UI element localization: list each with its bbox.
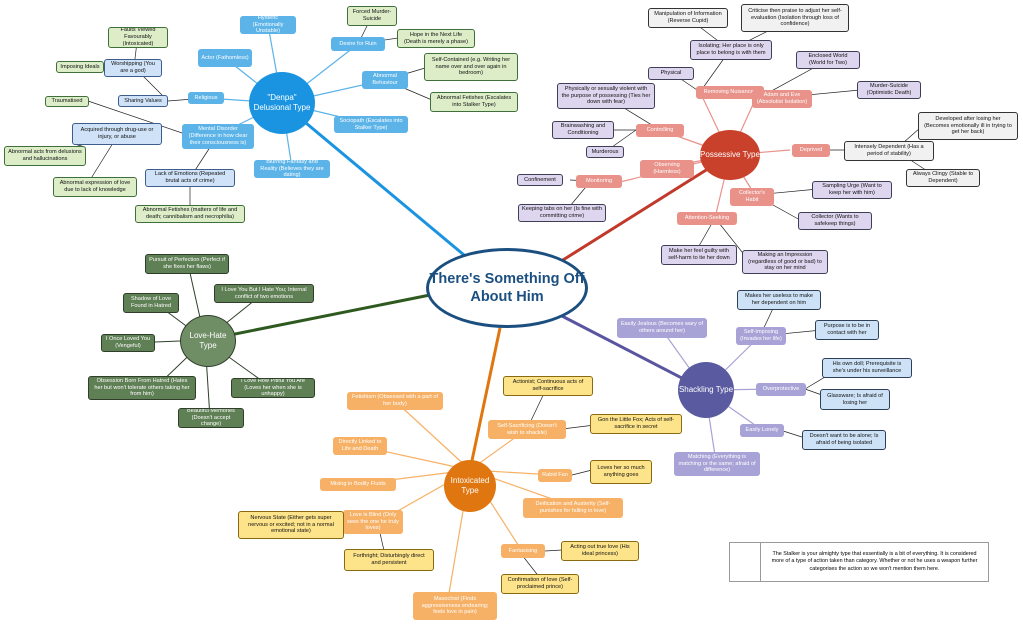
confirmation-node: Confirmation of love (Self-proclaimed pr… <box>501 574 579 594</box>
glassware-node: Glassware; Is afraid of losing her <box>820 389 890 410</box>
stalker-note-text: The Stalker is your almighty type that e… <box>760 543 988 581</box>
obsession-hatred-node: Obsession Born From Hatred (Hates her bu… <box>88 376 196 400</box>
forthright-node: Forthright; Disturbingly direct and pers… <box>344 549 434 571</box>
easily-jealous-node: Easily Jealous (Becomes wary of others a… <box>617 318 707 338</box>
love-pitiful-node: I Love How Pitiful You Are (Loves her wh… <box>231 378 315 398</box>
lack-emotions-node: Lack of Emotions (Repeated brutal acts o… <box>145 169 235 187</box>
hysteric-node: Hysteric (Emotionally Unstable) <box>240 16 296 34</box>
matching-node: Matching (Everything is matching or the … <box>674 452 760 476</box>
removing-nuisances-node: Removing Nuisances <box>696 86 764 99</box>
denpa-type-hub: "Denpa" Delusional Type <box>249 72 315 134</box>
sociopath-node: Sociopath (Escalates into Stalker Type) <box>334 116 408 133</box>
doesnt-want-alone-node: Doesn't want to be alone; Is afraid of b… <box>802 430 886 450</box>
traumatised-node: Traumatised <box>45 96 89 107</box>
central-topic: There's Something Off About Him <box>426 248 588 328</box>
overprotective-node: Overprotective <box>756 383 806 396</box>
sharing-values-node: Sharing Values <box>118 95 168 107</box>
directly-linked-node: Directly Linked to Life and Death <box>333 437 387 455</box>
fetishism-node: Fetishism (Obsessed with a part of her b… <box>347 392 443 410</box>
developed-after-node: Developed after losing her (Becomes emot… <box>918 112 1018 140</box>
making-impression-node: Making an Impression (regardless of good… <box>742 250 828 274</box>
acquired-node: Acquired through drug-use or injury, or … <box>72 123 162 145</box>
masochist-node: Masochist (Finds aggressiveness endearin… <box>413 592 497 620</box>
forced-suicide-node: Forced Murder-Suicide <box>347 6 397 26</box>
abnormal-fetishes-stalker-node: Abnormal Fetishes (Escalates into Stalke… <box>430 92 518 112</box>
keeping-tabs-node: Keeping tabs on her (Is fine with commit… <box>518 204 606 222</box>
abnormal-acts-node: Abnormal acts from delusions and halluci… <box>4 146 86 166</box>
i-love-you-but-node: I Love You But I Hate You; Internal conf… <box>214 284 314 303</box>
faults-viewed-node: Faults Viewed Favourably (Intoxicated) <box>108 27 168 48</box>
hope-next-life-node: Hope in the Next Life (Death is merely a… <box>397 29 475 48</box>
brainwashing-node: Brainwashing and Conditioning <box>552 121 614 139</box>
collector-node: Collector (Wants to safekeep things) <box>798 212 872 230</box>
isolating-node: Isolating; Her place is only place to be… <box>690 40 772 60</box>
imposing-ideals-node: Imposing Ideals <box>56 61 104 73</box>
manipulation-node: Manipulation of Information (Reverse Cup… <box>648 8 728 28</box>
physically-violent-node: Physically or sexually violent with the … <box>557 83 655 109</box>
religious-node: Religious <box>188 92 224 104</box>
criticise-node: Criticise then praise to adjust her self… <box>741 4 849 32</box>
physical-node: Physical <box>648 67 694 80</box>
mental-disorder-node: Mental Disorder (Difference in how clear… <box>182 124 254 149</box>
collectors-habit-node: Collector's Habit <box>730 188 774 206</box>
mixing-fluids-node: Mixing in Bodily Fluids <box>320 478 396 491</box>
monitoring-node: Monitoring <box>576 175 622 188</box>
deprived-node: Deprived <box>792 144 830 157</box>
abnormal-expression-node: Abnormal expression of love due to lack … <box>53 177 137 197</box>
self-sacrificing-node: Self-Sacrificing (Doesn't wish to shackl… <box>488 420 566 439</box>
adam-eve-node: Adam and Eve (Absolutist Isolation) <box>752 90 812 108</box>
acting-out-node: Acting out true love (His ideal princess… <box>561 541 639 561</box>
deification-node: Deification and Austerity (Self-punishes… <box>523 498 623 518</box>
once-loved-node: I Once Loved You (Vengeful) <box>101 334 155 352</box>
actionist-node: Actionist; Continuous acts of self-sacri… <box>503 376 593 396</box>
blurring-node: Blurring Fantasy and Reality (Believes t… <box>254 160 330 178</box>
abnormal-behaviour-node: Abnormal Behaviour <box>362 71 408 89</box>
always-clingy-node: Always Clingy (Stable to Dependent) <box>906 169 980 187</box>
self-imposing-node: Self-Imposing (Invades her life) <box>736 327 786 345</box>
rabid-fan-node: Rabid Fan <box>538 469 572 482</box>
love-is-blind-node: Love is Blind (Only sees the one he trul… <box>343 510 403 534</box>
beautiful-memories-node: Beautiful Memories (Doesn't accept chang… <box>178 408 244 428</box>
murder-suicide-node: Murder-Suicide (Optimistic Death) <box>857 81 921 99</box>
intoxicated-type-hub: Intoxicated Type <box>444 460 496 512</box>
shackling-type-hub: Shackling Type <box>678 362 734 418</box>
actor-node: Actor (Fathomless) <box>198 49 252 67</box>
self-contained-node: Self-Contained (e.g. Writing her name ov… <box>424 53 518 81</box>
shadow-of-love-node: Shadow of Love Found in Hatred <box>123 293 179 313</box>
observing-node: Observing (Harmless) <box>640 160 694 178</box>
fantasising-node: Fantasising <box>501 544 545 558</box>
desire-for-ruin-node: Desire for Ruin <box>331 37 385 51</box>
possessive-type-hub: Possessive Type <box>700 130 760 180</box>
intensely-dependent-node: Intensely Dependent (Has a period of sta… <box>844 141 934 161</box>
controlling-node: Controlling <box>636 124 684 137</box>
pursuit-node: Pursuit of Perfection (Perfect if she fi… <box>145 254 229 274</box>
stalker-note: The Stalker is your almighty type that e… <box>729 542 989 582</box>
abnormal-fetishes-crime-node: Abnormal Fetishes (matters of life and d… <box>135 205 245 223</box>
loves-so-much-node: Loves her so much anything goes <box>590 460 652 484</box>
easily-lonely-node: Easily Lonely <box>740 424 784 437</box>
murderous-node: Murderous <box>586 146 624 158</box>
purpose-contact-node: Purpose is to be in contact with her <box>815 320 879 340</box>
gon-fox-node: Gon the Little Fox; Acts of self-sacrifi… <box>590 414 682 434</box>
attention-seeking-node: Attention-Seeking <box>677 212 737 225</box>
enclosed-world-node: Enclosed World (World for Two) <box>796 51 860 69</box>
love-hate-type-hub: Love-Hate Type <box>180 315 236 367</box>
worshipping-node: Worshipping (You are a god) <box>104 59 162 77</box>
nervous-state-node: Nervous State (Either gets super nervous… <box>238 511 344 539</box>
make-guilty-node: Make her feel guilty with self-harm to t… <box>661 245 737 265</box>
confinement-node: Confinement <box>517 174 563 186</box>
own-doll-node: His own doll; Prerequisite is she's unde… <box>822 358 912 378</box>
sampling-urge-node: Sampling Urge (Want to keep her with him… <box>812 181 892 199</box>
makes-useless-node: Makes her useless to make her dependent … <box>737 290 821 310</box>
